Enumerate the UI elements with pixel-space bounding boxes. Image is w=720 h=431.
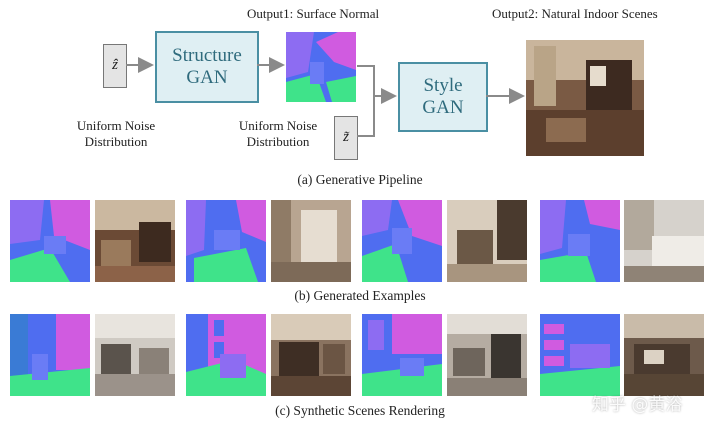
caption-synthetic-scenes: (c) Synthetic Scenes Rendering — [275, 403, 445, 418]
pipeline-arrows — [126, 57, 525, 137]
generated-normal-2 — [186, 200, 266, 282]
generated-scene-4 — [624, 200, 704, 282]
structure-gan-line2: GAN — [186, 67, 228, 88]
generated-normal-1 — [10, 200, 90, 282]
generated-scene-3 — [447, 200, 527, 282]
output2-label: Output2: Natural Indoor Scenes — [492, 6, 658, 21]
noise-box-z-tilde: z̃ — [334, 116, 358, 160]
style-gan-line1: Style — [423, 75, 463, 96]
structure-gan-line1: Structure — [172, 45, 242, 66]
generated-scene-1 — [95, 200, 175, 282]
synthetic-normal-4 — [540, 314, 620, 396]
noise-box-z-hat: ẑ — [103, 44, 127, 88]
style-gan-box: Style GAN — [398, 62, 488, 132]
caption-generated-examples: (b) Generated Examples — [294, 288, 426, 303]
synthetic-scene-3 — [447, 314, 527, 396]
output1-label: Output1: Surface Normal — [247, 6, 380, 21]
surface-normal-output-image — [286, 32, 356, 102]
synthetic-normal-3 — [362, 314, 442, 396]
structure-gan-box: Structure GAN — [155, 31, 259, 103]
generated-normal-3 — [362, 200, 442, 282]
watermark: 知乎 @黄浴 — [592, 395, 683, 415]
caption-generative-pipeline: (a) Generative Pipeline — [297, 172, 423, 187]
generated-scene-2 — [271, 200, 351, 282]
synthetic-scene-2 — [271, 314, 351, 396]
synthetic-normal-1 — [10, 314, 90, 396]
synthetic-scene-4 — [624, 314, 704, 396]
natural-scene-output-image — [526, 40, 644, 156]
synthetic-normal-2 — [186, 314, 266, 396]
generated-normal-4 — [540, 200, 620, 282]
style-gan-line2: GAN — [422, 97, 464, 118]
synthetic-scene-1 — [95, 314, 175, 396]
